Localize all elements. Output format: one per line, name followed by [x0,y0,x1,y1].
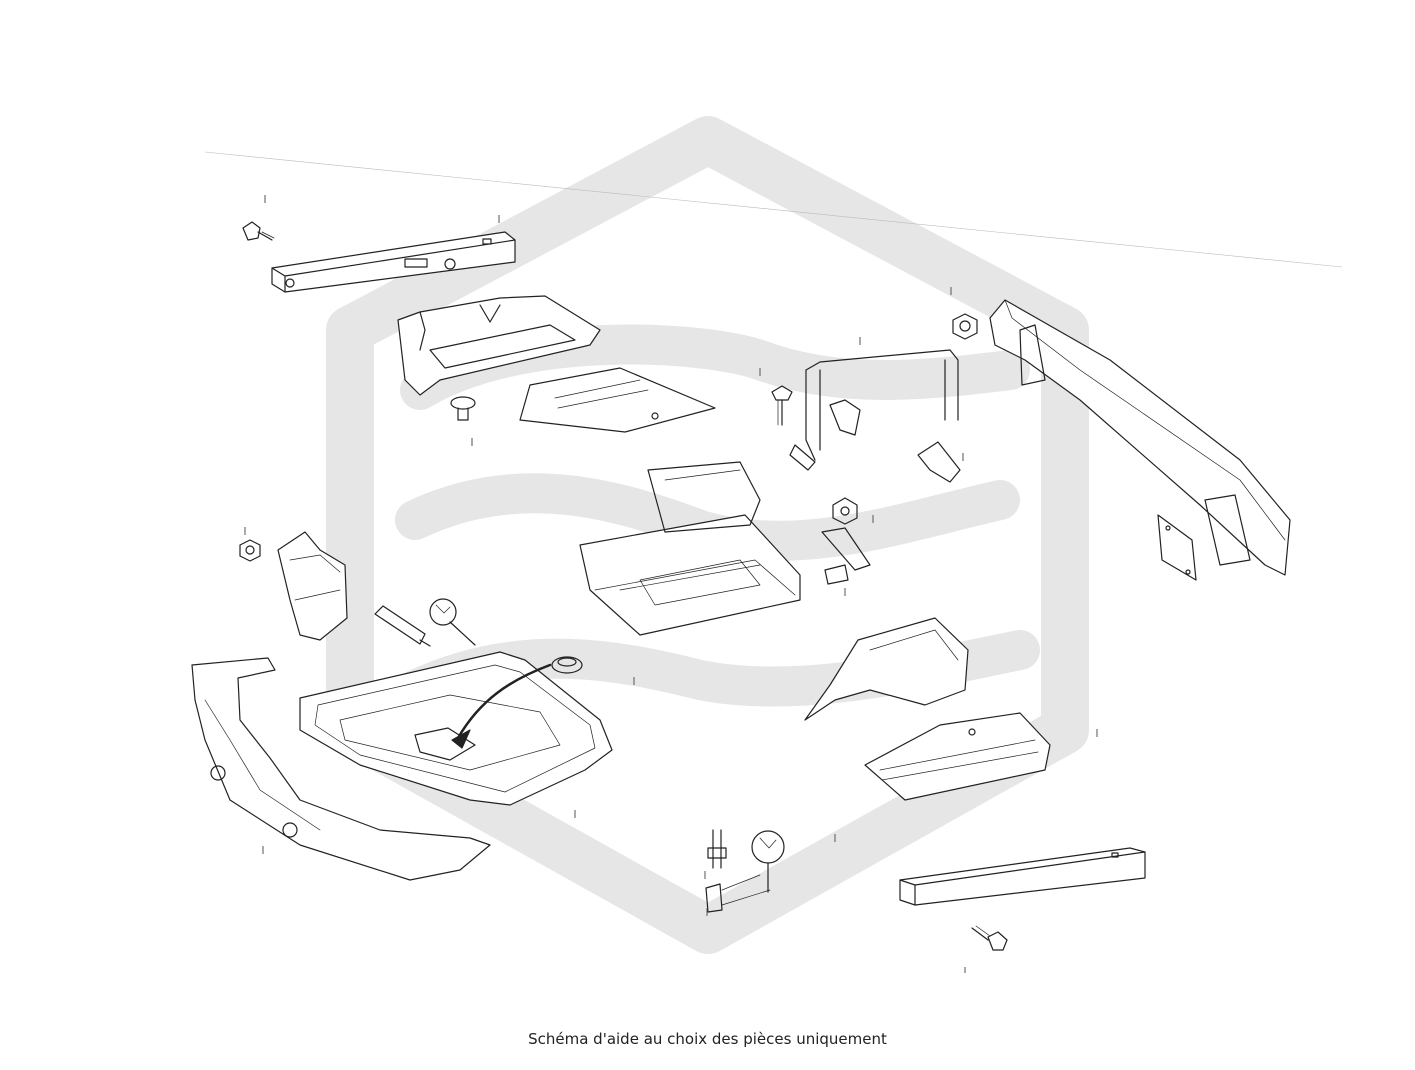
bolt-center [771,385,793,426]
upper-left-floor-panel [519,367,716,433]
nut-center [832,497,858,525]
plate-right [1157,514,1197,581]
sealant-tube [374,605,431,647]
central-rear-frame [789,349,959,471]
wrench-icon [429,598,476,646]
center-tray [579,461,801,636]
small-mount-right [917,441,961,483]
wrench-icon [751,830,785,893]
reference-ticks [244,195,1098,973]
lower-right-floor-panel [864,712,1051,801]
rear-floor-pan [299,651,613,806]
nut-upper-right [952,313,978,340]
push-clip [450,396,476,421]
arrow-icon [451,663,552,749]
upper-right-beam [989,299,1291,576]
lower-right-rail [899,847,1146,906]
nut-left [239,539,261,562]
small-bracket-center [821,527,871,585]
diagram-caption: Schéma d'aide au choix des pièces unique… [528,1030,887,1048]
stud-bolts [705,829,771,913]
upper-left-bracket [397,295,601,396]
rear-lower-panel [191,657,491,881]
reference-line [204,151,1343,268]
upper-left-rail [271,231,516,293]
floor-plug [551,656,583,674]
screw-bottom-right [971,925,1008,951]
right-frame-section [804,617,969,721]
screw-top-left [242,221,275,241]
left-mount-bracket [277,531,348,641]
